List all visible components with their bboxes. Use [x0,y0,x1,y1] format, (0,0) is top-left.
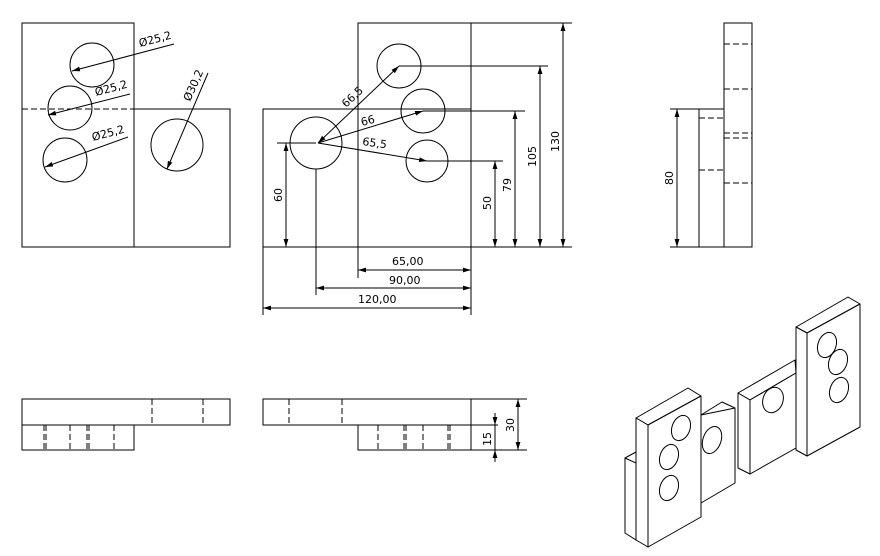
dim-diameter: Ø25,2 [90,123,125,144]
dim-vertical: 130 [549,131,562,152]
hole-circle [47,85,93,131]
dim-horizontal: 90,00 [389,274,421,287]
dim-radial: 65,5 [362,135,388,151]
bottom-left-view [21,398,231,451]
dim-vertical: 50 [481,196,494,210]
dim-depth: 15 [481,432,494,446]
dim-horizontal: 65,00 [392,255,424,268]
dim-radial: 66,5 [339,84,366,110]
hole-circle [69,42,115,88]
dim-vertical: 60 [272,188,285,202]
dim-vertical: 105 [526,146,539,167]
front-view: 66,5 66 65,5 60 50 79 105 130 65,00 90,0… [262,22,572,315]
dim-radial: 66 [359,113,376,129]
hole-circle [42,137,88,183]
dim-vertical: 79 [501,178,514,192]
bottom-right-view: 15 30 [262,398,527,462]
top-left-view: Ø25,2 Ø25,2 Ø25,2 Ø30,2 [21,22,231,248]
dim-height: 80 [663,171,676,185]
side-view: 80 [663,22,753,248]
dim-depth: 30 [504,418,517,432]
dim-diameter: Ø25,2 [137,29,172,50]
isometric-view [624,296,861,548]
hole-circle [150,118,204,172]
dim-horizontal: 120,00 [358,293,397,306]
